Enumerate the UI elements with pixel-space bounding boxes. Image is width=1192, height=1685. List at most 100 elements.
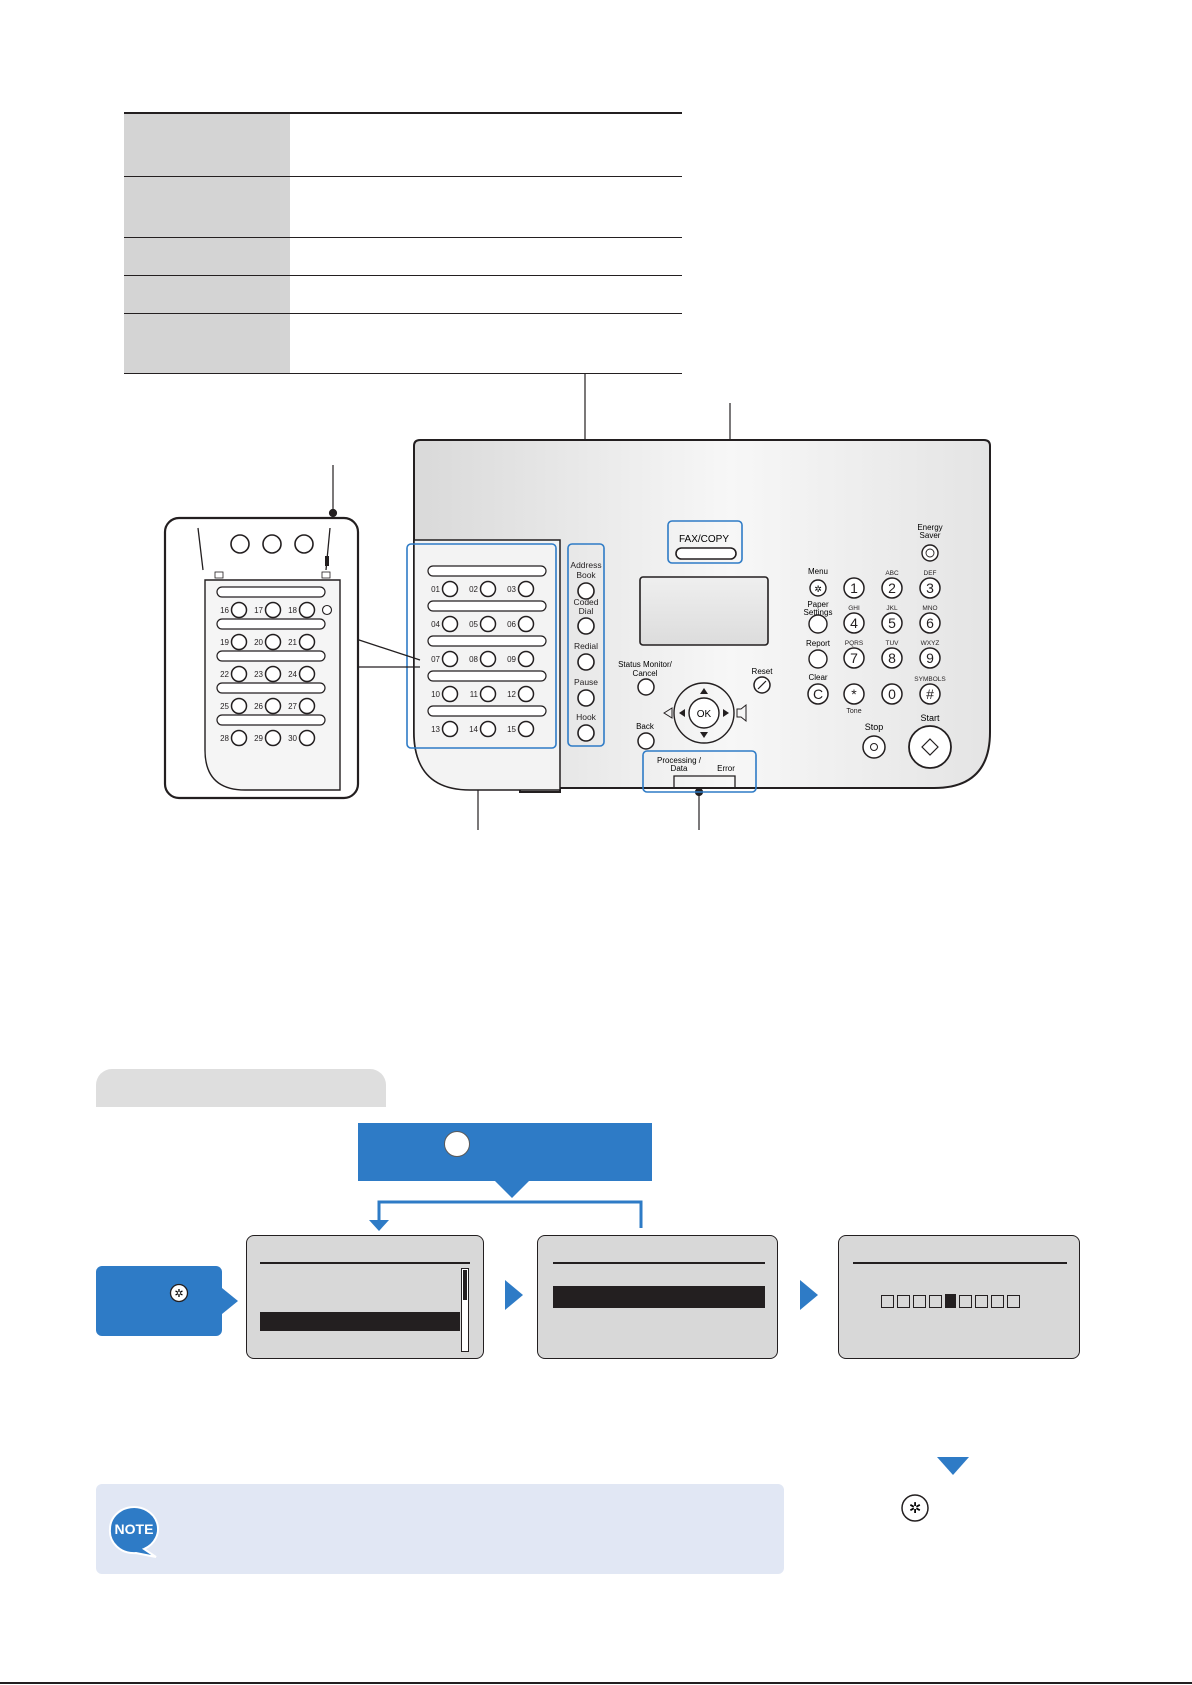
one-touch-button[interactable] — [264, 697, 282, 715]
stop-button[interactable] — [862, 735, 886, 759]
row-desc — [290, 177, 682, 237]
one-touch-button[interactable] — [517, 720, 535, 738]
energy-saver-label-2: Saver — [920, 531, 941, 540]
key-button[interactable] — [919, 612, 941, 634]
ok-button[interactable] — [688, 697, 720, 729]
key-button[interactable] — [843, 577, 865, 599]
key-letters: ABC — [885, 570, 899, 577]
ot-inset-number: 23 — [254, 670, 263, 679]
one-touch-button[interactable] — [479, 720, 497, 738]
report-label: Report — [806, 639, 831, 648]
one-touch-button[interactable] — [441, 650, 459, 668]
lcd-title-line — [853, 1262, 1067, 1264]
note-box — [96, 1484, 784, 1574]
key-letters: GHI — [848, 605, 860, 612]
one-touch-button[interactable] — [298, 601, 316, 619]
inset-side-button[interactable] — [321, 604, 333, 616]
step-circle-icon — [444, 1131, 470, 1157]
key-digit: 9 — [926, 650, 934, 666]
inset-top-button[interactable] — [294, 534, 314, 554]
menu-icon: ✲ — [814, 584, 822, 594]
one-touch-button[interactable] — [298, 633, 316, 651]
row-label — [124, 114, 290, 176]
energy-saver-button[interactable] — [921, 544, 939, 562]
key-button[interactable] — [807, 683, 829, 705]
ot-main-number: 14 — [469, 725, 478, 734]
one-touch-button[interactable] — [441, 615, 459, 633]
one-touch-button[interactable] — [479, 615, 497, 633]
one-touch-button[interactable] — [441, 580, 459, 598]
menu-button[interactable] — [809, 579, 827, 597]
one-touch-button[interactable] — [517, 615, 535, 633]
inset-top-button[interactable] — [230, 534, 250, 554]
coded-dial-label: Coded — [573, 597, 598, 607]
one-touch-button[interactable] — [230, 729, 248, 747]
nav-ring[interactable] — [673, 682, 735, 744]
fax-copy-button[interactable] — [675, 547, 737, 560]
key-button[interactable] — [881, 577, 903, 599]
hook-label: Hook — [576, 712, 597, 722]
bracket-arrow — [369, 1200, 643, 1231]
one-touch-button[interactable] — [479, 650, 497, 668]
one-touch-button[interactable] — [264, 665, 282, 683]
input-box — [991, 1295, 1004, 1308]
input-box — [929, 1295, 942, 1308]
key-button[interactable] — [881, 647, 903, 669]
redial-button[interactable] — [577, 653, 595, 671]
one-touch-button[interactable] — [298, 697, 316, 715]
key-button[interactable] — [919, 683, 941, 705]
back-button[interactable] — [637, 732, 655, 750]
one-touch-button[interactable] — [264, 633, 282, 651]
ot-inset-number: 25 — [220, 702, 229, 711]
one-touch-button[interactable] — [264, 729, 282, 747]
key-button[interactable] — [919, 647, 941, 669]
one-touch-button[interactable] — [230, 601, 248, 619]
one-touch-button[interactable] — [230, 665, 248, 683]
key-button[interactable] — [843, 683, 865, 705]
svg-text:✲: ✲ — [174, 1287, 183, 1300]
hook-button[interactable] — [577, 724, 595, 742]
energy-saver-label: Energy — [917, 523, 942, 532]
one-touch-button[interactable] — [479, 685, 497, 703]
paper-settings-label: Paper — [807, 600, 829, 609]
one-touch-button[interactable] — [298, 665, 316, 683]
ot-inset-number: 24 — [288, 670, 297, 679]
pause-button[interactable] — [577, 689, 595, 707]
key-button[interactable] — [881, 683, 903, 705]
ot-main-number: 15 — [507, 725, 516, 734]
key-digit: 0 — [888, 686, 896, 702]
address-book-button[interactable] — [577, 582, 595, 600]
one-touch-button[interactable] — [517, 685, 535, 703]
key-digit: 4 — [850, 615, 858, 631]
one-touch-button[interactable] — [441, 720, 459, 738]
coded-dial-button[interactable] — [577, 617, 595, 635]
key-button[interactable] — [919, 577, 941, 599]
key-button[interactable] — [843, 647, 865, 669]
reset-label: Reset — [752, 667, 774, 676]
row-desc — [290, 114, 682, 176]
ot-main-number: 09 — [507, 655, 516, 664]
one-touch-button[interactable] — [441, 685, 459, 703]
start-button[interactable] — [908, 725, 952, 769]
one-touch-button[interactable] — [517, 650, 535, 668]
paper-settings-button[interactable] — [808, 614, 828, 634]
lcd-screen-input — [838, 1235, 1080, 1359]
report-button[interactable] — [808, 649, 828, 669]
status-monitor-button[interactable] — [637, 678, 655, 696]
input-box — [897, 1295, 910, 1308]
one-touch-button[interactable] — [479, 580, 497, 598]
one-touch-button[interactable] — [230, 697, 248, 715]
one-touch-button[interactable] — [264, 601, 282, 619]
key-button[interactable] — [881, 612, 903, 634]
one-touch-button[interactable] — [298, 729, 316, 747]
inset-tab — [321, 571, 331, 579]
label-strip — [216, 586, 326, 598]
one-touch-button[interactable] — [230, 633, 248, 651]
key-button[interactable] — [843, 612, 865, 634]
indicator-bracket — [673, 775, 736, 788]
lcd-title-line — [260, 1262, 470, 1264]
one-touch-button[interactable] — [517, 580, 535, 598]
inset-top-button[interactable] — [262, 534, 282, 554]
lcd-selection-bar — [260, 1312, 460, 1331]
